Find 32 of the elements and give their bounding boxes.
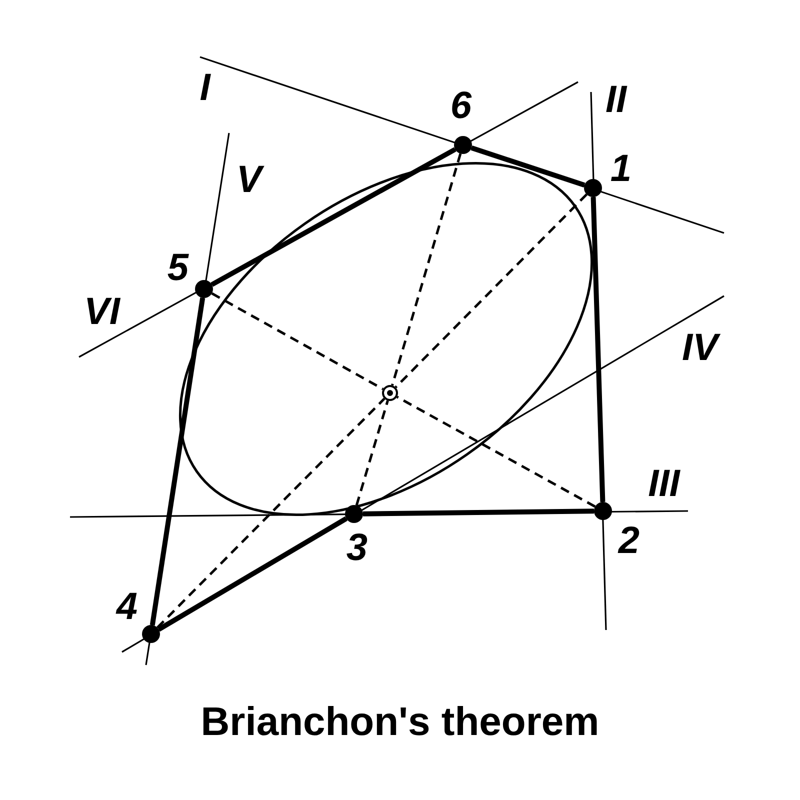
vertex-dot — [142, 625, 160, 643]
hexagon-side — [590, 196, 606, 502]
hexagon-side — [210, 147, 456, 287]
vertex-dot — [584, 179, 602, 197]
dashed-diagonal — [391, 153, 462, 386]
vertex-number: 5 — [167, 249, 189, 287]
brianchon-point — [382, 385, 398, 401]
vertex-number: 4 — [116, 588, 138, 626]
tangent-label: III — [648, 465, 680, 503]
vertex-number: 2 — [618, 522, 640, 560]
tangent-label: IV — [682, 329, 718, 367]
hexagon-side — [150, 298, 206, 626]
vertex-number: 1 — [610, 150, 632, 188]
tangent-label: V — [236, 161, 262, 199]
hexagon-side — [362, 508, 594, 516]
dashed-diagonal — [211, 292, 384, 390]
vertex-dot — [345, 505, 363, 523]
vertex-number: 6 — [450, 87, 472, 125]
vertex-dot — [195, 280, 213, 298]
hexagon-side — [157, 516, 348, 632]
tangent-label: VI — [84, 293, 120, 331]
vertex-dot — [594, 502, 612, 520]
dashed-diagonal — [396, 396, 596, 508]
tangent-label: II — [605, 81, 627, 119]
hexagon-side — [470, 145, 586, 188]
tangent-label: I — [200, 69, 210, 107]
caption: Brianchon's theorem — [200, 700, 600, 745]
dashed-diagonal — [355, 400, 389, 506]
dashed-diagonal — [394, 194, 588, 388]
vertex-dot — [454, 136, 472, 154]
dashed-diagonal — [156, 398, 386, 628]
vertex-number: 3 — [346, 529, 368, 567]
